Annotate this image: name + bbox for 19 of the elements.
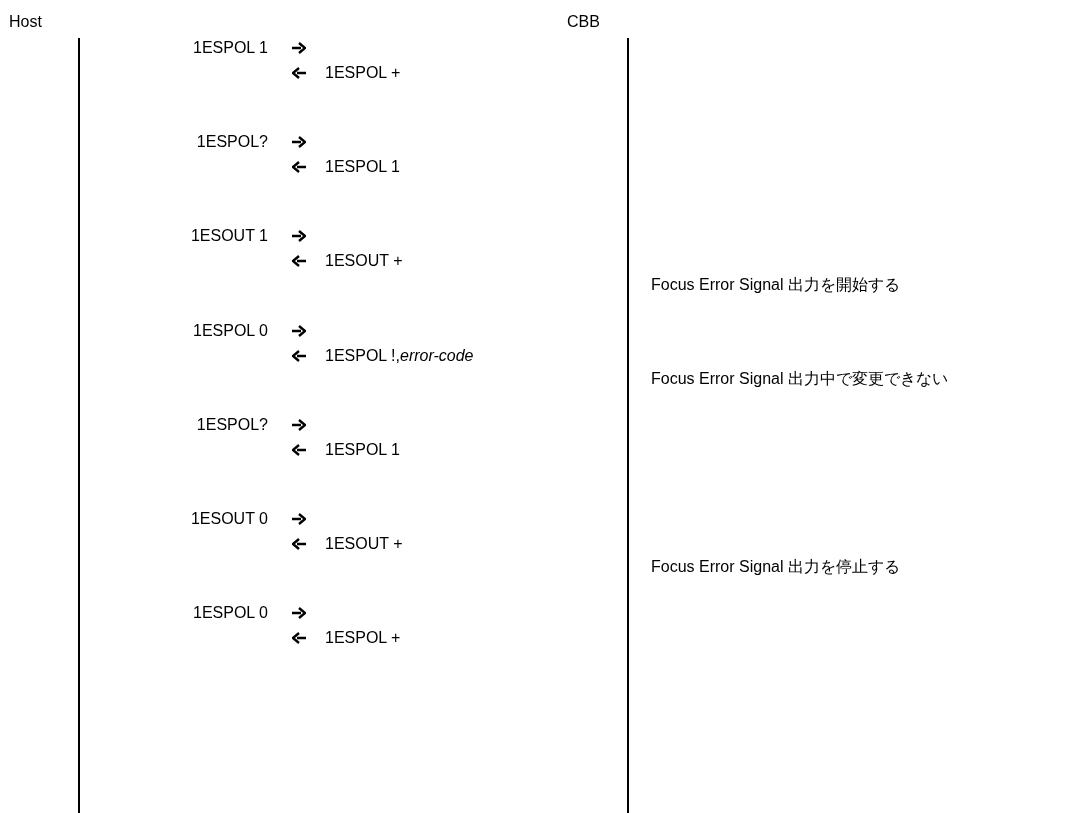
command-text: 1ESPOL? (196, 132, 268, 153)
lifeline-header: CBB (567, 12, 600, 32)
command-text: 1ESPOL 0 (193, 603, 268, 624)
command-text: 1ESPOL? (196, 414, 268, 435)
command-text: 1ESPOL 0 (193, 320, 268, 341)
response-text: 1ESPOL 1 (325, 439, 400, 460)
note-text: Focus Error Signal 出力を開始する (651, 275, 900, 295)
response-text: 1ESOUT + (325, 534, 403, 554)
lifeline-header: Host (9, 12, 42, 32)
response-text: 1ESPOL 1 (325, 157, 400, 178)
command-text: 1ESPOL 1 (193, 38, 268, 58)
note-text: Focus Error Signal 出力中で変更できない (651, 369, 948, 389)
response-text: 1ESPOL + (325, 63, 401, 83)
response-text: 1ESPOL + (325, 628, 401, 649)
note-text: Focus Error Signal 出力を停止する (651, 557, 900, 577)
response-text: 1ESOUT + (325, 251, 403, 272)
response-text: 1ESPOL !,error-code (325, 345, 474, 366)
command-text: 1ESOUT 0 (190, 509, 268, 529)
command-text: 1ESOUT 1 (190, 226, 268, 247)
